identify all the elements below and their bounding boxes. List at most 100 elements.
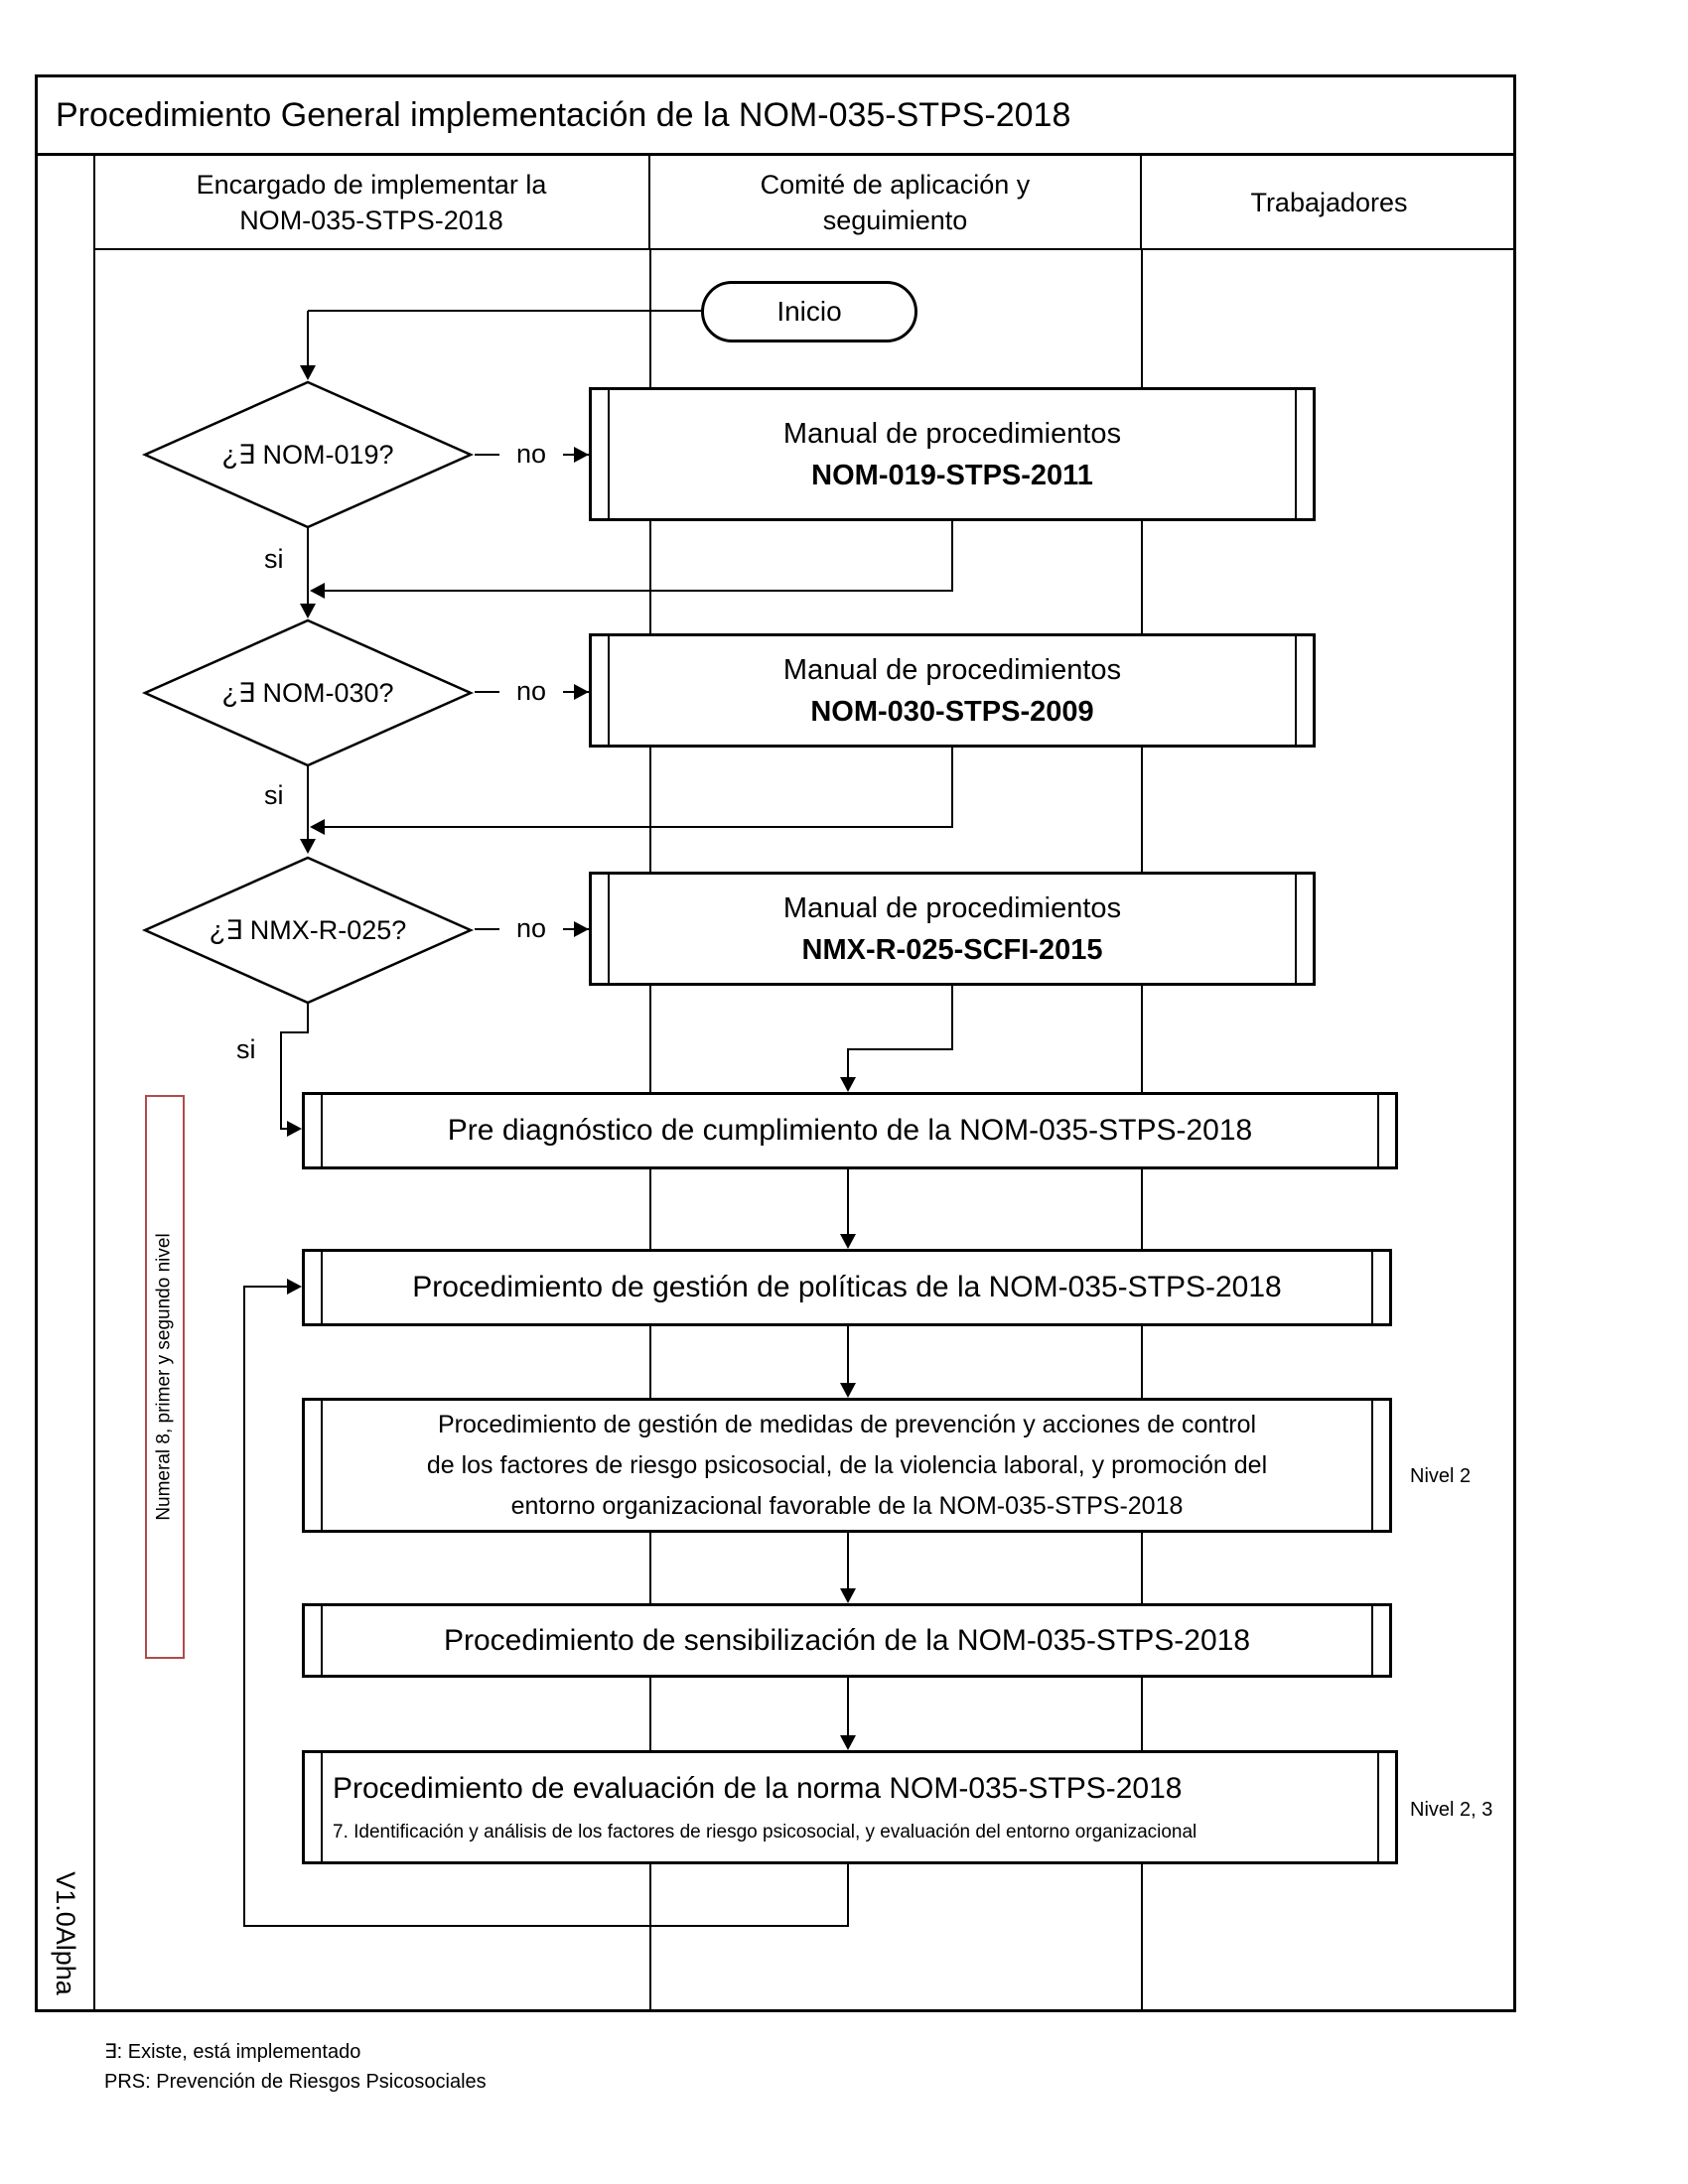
pbox-side-bar [608, 636, 610, 745]
legend-line-existe: ∃: Existe, está implementado [104, 2041, 361, 2063]
process-evaluacion: Procedimiento de evaluación de la norma … [302, 1750, 1398, 1864]
swimlane-header-trabajadores: Trabajadores [1142, 156, 1516, 250]
connector-line [243, 1286, 245, 1927]
pbox-side-bar [608, 390, 610, 518]
diamond-shape [141, 380, 475, 529]
decision-nmxr025: ¿∃ NMX-R-025? [141, 854, 475, 1007]
process-prediagnostico: Pre diagnóstico de cumplimiento de la NO… [302, 1092, 1398, 1169]
arrowhead-right [574, 684, 589, 700]
connector-line [244, 1286, 290, 1288]
diagram-frame [35, 74, 1516, 2012]
connector-line [951, 986, 953, 1050]
start-label: Inicio [776, 296, 842, 327]
legend: ∃: Existe, está implementado PRS: Preven… [104, 2037, 487, 2097]
swimlane-header-line: Trabajadores [1250, 187, 1408, 217]
label-no: no [499, 911, 563, 945]
pbox-side-bar [608, 875, 610, 983]
process-label: Manual de procedimientos [782, 891, 1122, 924]
connector-line [847, 1048, 953, 1050]
arrowhead-down [840, 1234, 856, 1249]
arrowhead-down [300, 839, 316, 854]
arrowhead-right [574, 921, 589, 937]
pbox-side-bar [1371, 1252, 1373, 1323]
connector-line [280, 1128, 290, 1130]
process-label: Pre diagnóstico de cumplimiento de la NO… [447, 1114, 1253, 1147]
arrowhead-right [287, 1121, 302, 1137]
connector-line [243, 1925, 849, 1927]
connector-line [847, 1864, 849, 1927]
page-title: Procedimiento General implementación de … [38, 77, 1516, 156]
connector-line [307, 1003, 309, 1033]
label-si: si [264, 544, 284, 574]
connector-line [307, 311, 309, 367]
arrowhead-down [840, 1735, 856, 1750]
arrowhead-down [840, 1588, 856, 1603]
decision-label: ¿∃ NMX-R-025? [209, 914, 407, 945]
process-label: Procedimiento de gestión de políticas de… [412, 1271, 1282, 1303]
connector-line [951, 748, 953, 828]
connector-line [847, 1533, 849, 1592]
decision-nom030: ¿∃ NOM-030? [141, 616, 475, 769]
process-label: Manual de procedimientos [782, 417, 1122, 450]
process-medidas: Procedimiento de gestión de medidas de p… [302, 1398, 1392, 1533]
connector-line [324, 590, 953, 592]
decision-label: ¿∃ NOM-019? [221, 439, 394, 470]
connector-line [280, 1031, 282, 1130]
pbox-side-bar [1371, 1401, 1373, 1530]
version-label: V1.0Alpha [37, 1854, 92, 2011]
swimlane-header-line: seguimiento [822, 205, 968, 235]
pbox-side-bar [321, 1095, 323, 1166]
connector-line [847, 1169, 849, 1237]
swimlane-header-line: Encargado de implementar la [196, 169, 547, 200]
arrowhead-down [300, 365, 316, 380]
pbox-side-bar [321, 1401, 323, 1530]
process-sublabel: 7. Identificación y análisis de los fact… [333, 1821, 1197, 1843]
level-label-nivel23: Nivel 2, 3 [1410, 1799, 1493, 1821]
swimlane-header-comite: Comité de aplicación y seguimiento [650, 156, 1142, 250]
label-no: no [499, 437, 563, 471]
process-label: Procedimiento de gestión de medidas de p… [437, 1410, 1257, 1438]
note-numeral8-text: Numeral 8, primer y segundo nivel [154, 1233, 176, 1521]
pbox-side-bar [1295, 390, 1297, 518]
process-label: Manual de procedimientos [782, 653, 1122, 686]
start-node: Inicio [701, 281, 917, 342]
pbox-side-bar [321, 1753, 323, 1861]
version-label-text: V1.0Alpha [50, 1870, 80, 1995]
pbox-side-bar [1377, 1753, 1379, 1861]
arrowhead-down [840, 1077, 856, 1092]
process-politicas: Procedimiento de gestión de políticas de… [302, 1249, 1392, 1326]
arrowhead-down [840, 1383, 856, 1398]
process-manual-nom030: Manual de procedimientos NOM-030-STPS-20… [589, 633, 1316, 748]
connector-line [308, 310, 702, 312]
pbox-side-bar [1377, 1095, 1379, 1166]
process-sensibilizacion: Procedimiento de sensibilización de la N… [302, 1603, 1392, 1678]
arrowhead-right [287, 1279, 302, 1295]
process-manual-nmxr025: Manual de procedimientos NMX-R-025-SCFI-… [589, 872, 1316, 986]
arrowhead-right [574, 447, 589, 463]
process-label-bold: NMX-R-025-SCFI-2015 [801, 933, 1103, 966]
connector-line [847, 1678, 849, 1738]
swimlane-header-line: NOM-035-STPS-2018 [239, 205, 503, 235]
pbox-side-bar [1295, 636, 1297, 745]
connector-line [307, 765, 309, 841]
decision-nom019: ¿∃ NOM-019? [141, 378, 475, 531]
label-no: no [499, 674, 563, 708]
legend-line-prs: PRS: Prevención de Riesgos Psicosociales [104, 2071, 487, 2093]
connector-line [280, 1031, 309, 1033]
note-numeral8-box: Numeral 8, primer y segundo nivel [145, 1095, 185, 1659]
connector-line [847, 1326, 849, 1386]
label-si: si [236, 1034, 256, 1064]
process-label: Procedimiento de evaluación de la norma … [333, 1771, 1183, 1805]
process-label-bold: NOM-030-STPS-2009 [810, 695, 1094, 728]
arrowhead-left [310, 583, 325, 599]
pbox-side-bar [321, 1606, 323, 1675]
process-label: de los factores de riesgo psicosocial, d… [426, 1450, 1268, 1479]
label-si: si [264, 780, 284, 810]
arrowhead-left [310, 819, 325, 835]
swimlane-header-encargado: Encargado de implementar la NOM-035-STPS… [94, 156, 650, 250]
pbox-side-bar [1295, 875, 1297, 983]
process-label-bold: NOM-019-STPS-2011 [811, 459, 1093, 491]
connector-line [951, 521, 953, 592]
lane-divider [93, 156, 95, 2012]
